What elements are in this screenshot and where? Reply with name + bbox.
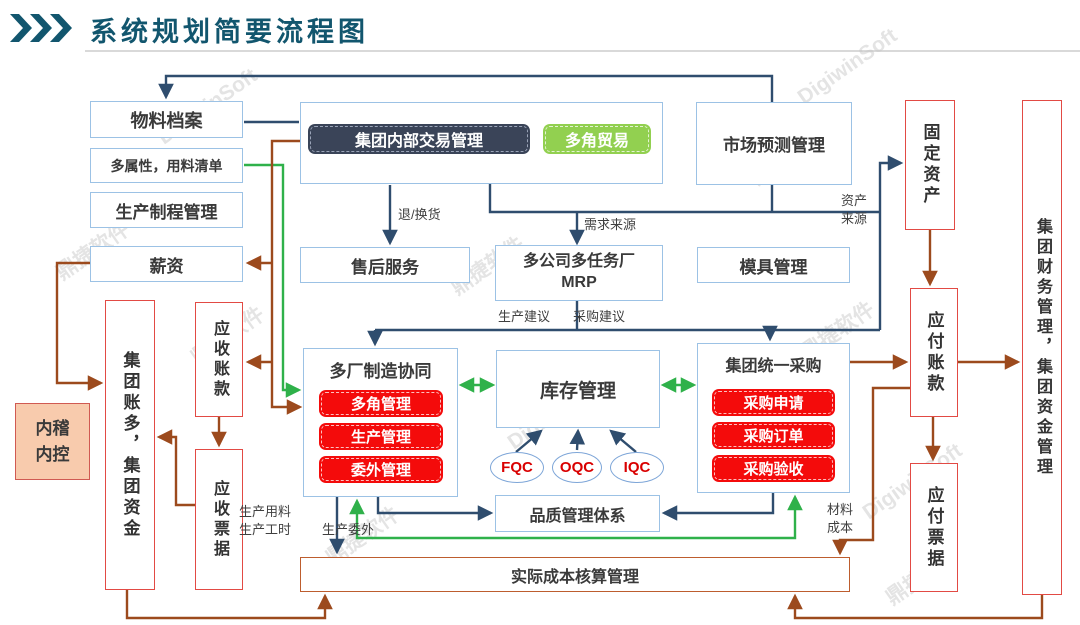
node-purchase-receipt: 采购验收 bbox=[712, 455, 835, 482]
connector-outsource bbox=[349, 494, 803, 540]
node-fixed-assets: 固定资产 bbox=[905, 100, 955, 230]
node-notes-payable: 应付票据 bbox=[910, 463, 958, 592]
mrp-line2: MRP bbox=[561, 274, 597, 291]
node-purchase-request: 采购申请 bbox=[712, 389, 835, 416]
node-process-mgmt: 生产制程管理 bbox=[90, 192, 243, 228]
label-production-advice: 生产建议 bbox=[498, 309, 551, 324]
label-production-material-hours: 生产用料 生产工时 bbox=[236, 503, 294, 538]
connector-fqc-to-inventory bbox=[515, 429, 543, 453]
node-accounts-payable: 应付账款 bbox=[910, 288, 958, 417]
connector-trade-brown-vertical bbox=[270, 139, 303, 415]
node-notes-receivable: 应收票据 bbox=[195, 449, 243, 590]
node-oqc: OQC bbox=[552, 452, 602, 483]
connector-materialcost bbox=[832, 386, 910, 556]
node-market-forecast: 市场预测管理 bbox=[696, 102, 852, 185]
connector-purchase-to-quality bbox=[661, 493, 775, 521]
multi-plant-title: 多厂制造协同 bbox=[329, 362, 432, 381]
label-purchase-advice: 采购建议 bbox=[573, 309, 626, 324]
accounts-payable-label: 应付账款 bbox=[924, 310, 944, 395]
connector-groupaccounts-to-cost bbox=[125, 590, 333, 620]
node-iqc: IQC bbox=[610, 452, 664, 483]
node-fqc: FQC bbox=[490, 452, 544, 483]
label-production-outsource: 生产委外 bbox=[322, 522, 375, 537]
connector-salary-to-groupaccounts bbox=[55, 261, 104, 391]
node-accounts-receivable: 应收账款 bbox=[195, 302, 243, 417]
node-internal-audit: 内稽内控 bbox=[15, 403, 90, 480]
node-attr-bom: 多属性，用料清单 bbox=[90, 148, 243, 183]
connector-arnotes-to-groupaccounts bbox=[156, 429, 195, 507]
node-material-archive: 物料档案 bbox=[90, 101, 243, 138]
node-quality-system: 品质管理体系 bbox=[495, 495, 660, 532]
accounts-receivable-label: 应收账款 bbox=[211, 319, 228, 400]
notes-receivable-label: 应收票据 bbox=[211, 479, 228, 560]
connector-finance-to-cost bbox=[787, 593, 1044, 620]
group-finance-label: 集团财务管理，集团资金管理 bbox=[1034, 217, 1051, 478]
node-group-finance: 集团财务管理，集团资金管理 bbox=[1022, 100, 1062, 595]
node-multi-angle-mgmt: 多角管理 bbox=[319, 390, 443, 417]
label-return-exchange: 退/换货 bbox=[398, 207, 441, 222]
connector-asset-vertical bbox=[878, 155, 904, 330]
node-internal-trade: 集团内部交易管理 bbox=[308, 124, 530, 154]
fixed-assets-label: 固定资产 bbox=[920, 123, 940, 207]
connector-bom-to-multiplant bbox=[244, 163, 302, 398]
notes-payable-label: 应付票据 bbox=[924, 485, 944, 570]
node-production-mgmt: 生产管理 bbox=[319, 423, 443, 450]
title-divider bbox=[85, 50, 1080, 52]
group-purchase-title: 集团统一采购 bbox=[725, 358, 822, 375]
node-multi-angle-trade: 多角贸易 bbox=[543, 124, 651, 154]
label-material-cost: 材料成本 bbox=[827, 502, 854, 535]
connector-forecast-to-material bbox=[158, 74, 774, 103]
title-chevrons-icon bbox=[10, 14, 74, 47]
node-purchase-order: 采购订单 bbox=[712, 422, 835, 449]
connector-trade-to-mrp-h bbox=[488, 184, 880, 214]
label-production-material: 生产用料 bbox=[238, 504, 291, 519]
node-inventory: 库存管理 bbox=[496, 350, 660, 428]
connector-oqc-to-inventory bbox=[569, 428, 586, 451]
label-demand-source: 需求来源 bbox=[584, 217, 637, 232]
node-after-sales: 售后服务 bbox=[300, 247, 470, 283]
label-production-hours: 生产工时 bbox=[238, 521, 291, 537]
connector-iqc-to-inventory bbox=[609, 429, 637, 453]
mrp-line1: 多公司多任务厂 bbox=[522, 253, 635, 271]
node-salary: 薪资 bbox=[90, 246, 243, 282]
connector-multiplant-to-quality bbox=[376, 497, 494, 521]
node-cost-accounting: 实际成本核算管理 bbox=[300, 557, 850, 592]
page-title: 系统规划简要流程图 bbox=[90, 17, 369, 47]
node-mold-mgmt: 模具管理 bbox=[697, 247, 850, 283]
node-mrp: 多公司多任务厂 MRP bbox=[495, 245, 663, 301]
node-outsource-mgmt: 委外管理 bbox=[319, 456, 443, 483]
group-accounts-label: 集团账多，集团资金 bbox=[120, 350, 140, 540]
label-asset-source: 资产来源 bbox=[841, 193, 868, 226]
node-group-accounts: 集团账多，集团资金 bbox=[105, 300, 155, 590]
